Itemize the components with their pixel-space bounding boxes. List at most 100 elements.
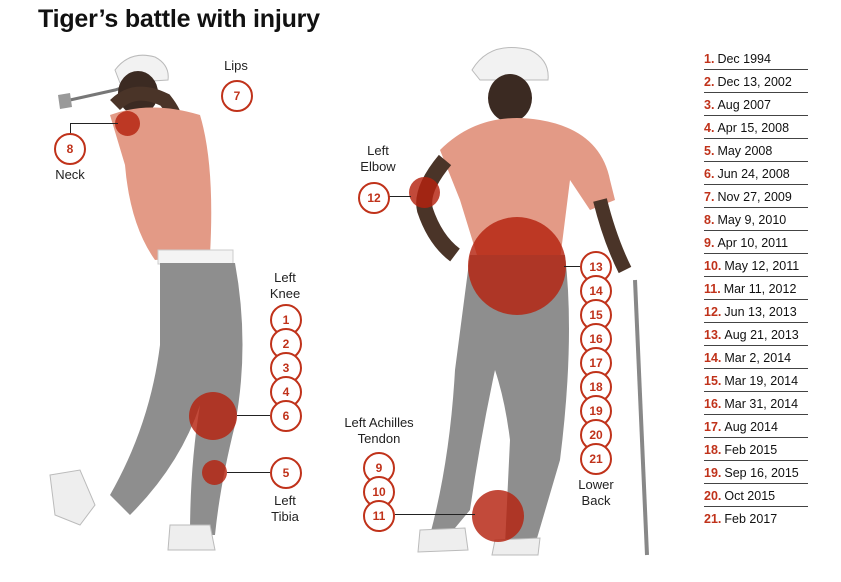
timeline-number: 17.	[704, 420, 722, 434]
timeline-row: 15.Mar 19, 2014	[704, 369, 808, 392]
timeline-number: 20.	[704, 489, 722, 503]
left-elbow-label: Left Elbow	[353, 143, 403, 175]
timeline-number: 10.	[704, 259, 722, 273]
left-achilles-label-line1: Left Achilles	[344, 415, 414, 430]
marker-5: 5	[270, 457, 302, 489]
timeline-number: 5.	[704, 144, 715, 158]
timeline-row: 12.Jun 13, 2013	[704, 300, 808, 323]
back-leader-line	[564, 266, 580, 267]
neck-leader-line	[70, 123, 118, 124]
timeline-row: 16.Mar 31, 2014	[704, 392, 808, 415]
timeline-row: 7.Nov 27, 2009	[704, 185, 808, 208]
timeline-number: 13.	[704, 328, 722, 342]
timeline-date: May 2008	[717, 144, 773, 158]
timeline-date: May 9, 2010	[717, 213, 787, 227]
timeline-number: 7.	[704, 190, 715, 204]
timeline-row: 18.Feb 2015	[704, 438, 808, 461]
left-knee-label-line2: Knee	[269, 286, 301, 301]
injury-timeline: 1.Dec 1994 2.Dec 13, 2002 3.Aug 2007 4.A…	[704, 47, 808, 530]
back-injury-spot	[468, 217, 566, 315]
neck-leader-vertical	[70, 123, 71, 135]
timeline-number: 3.	[704, 98, 715, 112]
timeline-date: Mar 19, 2014	[724, 374, 799, 388]
timeline-date: Jun 13, 2013	[724, 305, 797, 319]
timeline-row: 17.Aug 2014	[704, 415, 808, 438]
timeline-row: 3.Aug 2007	[704, 93, 808, 116]
timeline-number: 15.	[704, 374, 722, 388]
timeline-number: 9.	[704, 236, 715, 250]
timeline-date: Dec 1994	[717, 52, 771, 66]
timeline-number: 16.	[704, 397, 722, 411]
knee-leader-line	[237, 415, 270, 416]
left-elbow-label-line2: Elbow	[360, 159, 396, 174]
tibia-leader-line	[227, 472, 270, 473]
timeline-date: Mar 11, 2012	[723, 282, 797, 296]
achilles-leader-line	[395, 514, 475, 515]
left-tibia-label-line2: Tibia	[271, 509, 299, 524]
lower-back-label: Lower Back	[571, 477, 621, 509]
timeline-date: Mar 31, 2014	[724, 397, 799, 411]
timeline-date: Mar 2, 2014	[724, 351, 792, 365]
timeline-date: Apr 10, 2011	[717, 236, 789, 250]
marker-7: 7	[221, 80, 253, 112]
neck-label: Neck	[55, 167, 85, 182]
timeline-row: 6.Jun 24, 2008	[704, 162, 808, 185]
elbow-injury-spot	[409, 177, 440, 208]
left-achilles-label: Left Achilles Tendon	[330, 415, 428, 447]
timeline-date: Nov 27, 2009	[717, 190, 792, 204]
timeline-date: Feb 2015	[724, 443, 778, 457]
left-achilles-label-line2: Tendon	[357, 431, 401, 446]
timeline-date: Feb 2017	[724, 512, 778, 526]
timeline-number: 8.	[704, 213, 715, 227]
tibia-injury-spot	[202, 460, 227, 485]
timeline-date: Aug 21, 2013	[724, 328, 799, 342]
marker-10: 10	[363, 476, 395, 508]
neck-injury-spot	[115, 111, 140, 136]
timeline-date: Aug 2014	[724, 420, 778, 434]
timeline-number: 18.	[704, 443, 722, 457]
timeline-number: 12.	[704, 305, 722, 319]
timeline-number: 14.	[704, 351, 722, 365]
marker-6: 6	[270, 400, 302, 432]
timeline-number: 19.	[704, 466, 722, 480]
timeline-row: 19.Sep 16, 2015	[704, 461, 808, 484]
timeline-number: 1.	[704, 52, 715, 66]
left-tibia-label: Left Tibia	[263, 493, 307, 525]
timeline-date: Dec 13, 2002	[717, 75, 792, 89]
timeline-number: 6.	[704, 167, 715, 181]
timeline-row: 20.Oct 2015	[704, 484, 808, 507]
left-knee-label-line1: Left	[274, 270, 296, 285]
timeline-row: 4.Apr 15, 2008	[704, 116, 808, 139]
timeline-number: 21.	[704, 512, 722, 526]
timeline-number: 11.	[704, 282, 721, 296]
lower-back-label-line2: Back	[581, 493, 611, 508]
elbow-leader-line	[389, 196, 411, 197]
left-knee-label: Left Knee	[263, 270, 307, 302]
timeline-number: 4.	[704, 121, 715, 135]
marker-12: 12	[358, 182, 390, 214]
marker-11: 11	[363, 500, 395, 532]
timeline-date: Oct 2015	[724, 489, 776, 503]
knee-injury-spot	[189, 392, 237, 440]
timeline-row: 9.Apr 10, 2011	[704, 231, 808, 254]
timeline-date: May 12, 2011	[724, 259, 800, 273]
timeline-row: 21.Feb 2017	[704, 507, 808, 530]
timeline-row: 2.Dec 13, 2002	[704, 70, 808, 93]
timeline-row: 11.Mar 11, 2012	[704, 277, 808, 300]
timeline-date: Apr 15, 2008	[717, 121, 790, 135]
marker-21: 21	[580, 443, 612, 475]
timeline-row: 1.Dec 1994	[704, 47, 808, 70]
page-title: Tiger’s battle with injury	[38, 5, 320, 33]
timeline-row: 10.May 12, 2011	[704, 254, 808, 277]
timeline-date: Aug 2007	[717, 98, 771, 112]
timeline-row: 13.Aug 21, 2013	[704, 323, 808, 346]
timeline-date: Jun 24, 2008	[717, 167, 790, 181]
timeline-row: 8.May 9, 2010	[704, 208, 808, 231]
timeline-row: 5.May 2008	[704, 139, 808, 162]
lower-back-label-line1: Lower	[578, 477, 614, 492]
left-tibia-label-line1: Left	[274, 493, 296, 508]
left-elbow-label-line1: Left	[367, 143, 389, 158]
lips-label: Lips	[224, 58, 248, 73]
achilles-injury-spot	[472, 490, 524, 542]
timeline-number: 2.	[704, 75, 715, 89]
